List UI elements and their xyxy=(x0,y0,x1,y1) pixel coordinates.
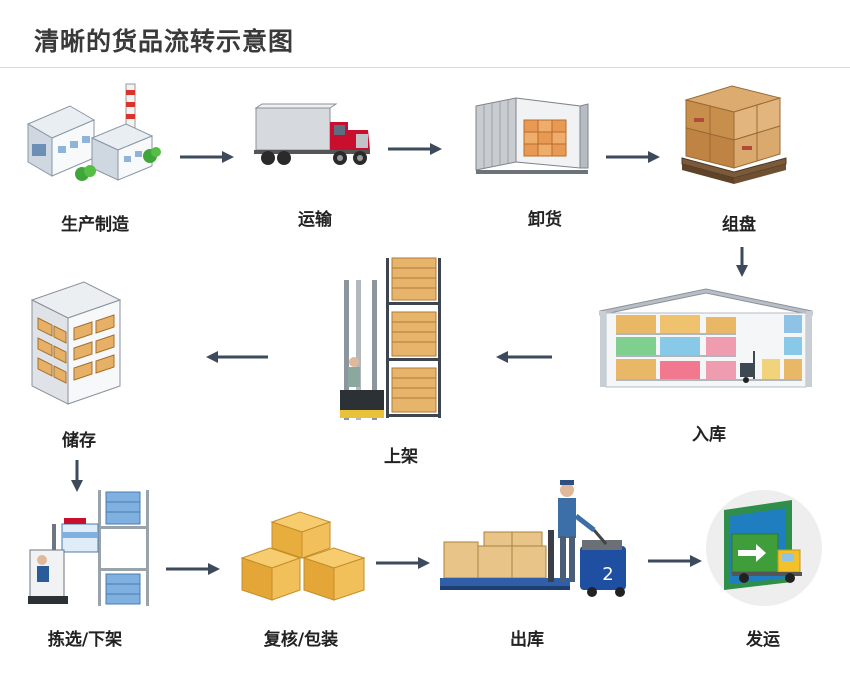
step-label-packing: 复核/包装 xyxy=(263,630,339,650)
title-divider xyxy=(0,67,850,68)
step-label-shipping: 发运 xyxy=(746,630,780,650)
arrow-right-icon xyxy=(180,151,234,163)
arrow-right-icon xyxy=(388,143,442,155)
arrow-left-icon xyxy=(496,351,552,363)
forklift-rack-icon xyxy=(340,257,441,420)
step-label-production: 生产制造 xyxy=(61,215,129,235)
arrow-right-icon xyxy=(376,557,430,569)
warehouse-icon xyxy=(599,288,813,388)
step-label-storage: 储存 xyxy=(62,431,96,451)
step-label-palletizing: 组盘 xyxy=(722,215,756,235)
step-label-unloading: 卸货 xyxy=(528,210,562,230)
arrow-right-icon xyxy=(166,563,220,575)
pallet-boxes-icon xyxy=(681,85,787,184)
storage-rack-icon xyxy=(30,281,122,405)
pallet-jack-icon: 2 xyxy=(440,480,626,597)
step-label-inbound: 入库 xyxy=(692,425,726,445)
step-label-picking: 拣选/下架 xyxy=(47,630,123,650)
arrow-down-icon xyxy=(71,460,83,492)
step-label-transport: 运输 xyxy=(298,210,332,230)
delivery-icon xyxy=(706,490,822,606)
packages-icon xyxy=(240,511,366,601)
jack-number-badge: 2 xyxy=(602,564,613,585)
picking-icon xyxy=(28,490,149,606)
factory-icon xyxy=(26,83,161,181)
arrow-right-icon xyxy=(606,151,660,163)
arrow-down-icon xyxy=(736,247,748,277)
page-title: 清晰的货品流转示意图 xyxy=(34,27,295,56)
step-label-outbound: 出库 xyxy=(510,630,544,650)
arrow-right-icon xyxy=(648,555,702,567)
arrow-left-icon xyxy=(206,351,268,363)
step-label-putaway: 上架 xyxy=(384,447,418,467)
container-icon xyxy=(475,97,589,174)
truck-icon xyxy=(254,103,370,165)
